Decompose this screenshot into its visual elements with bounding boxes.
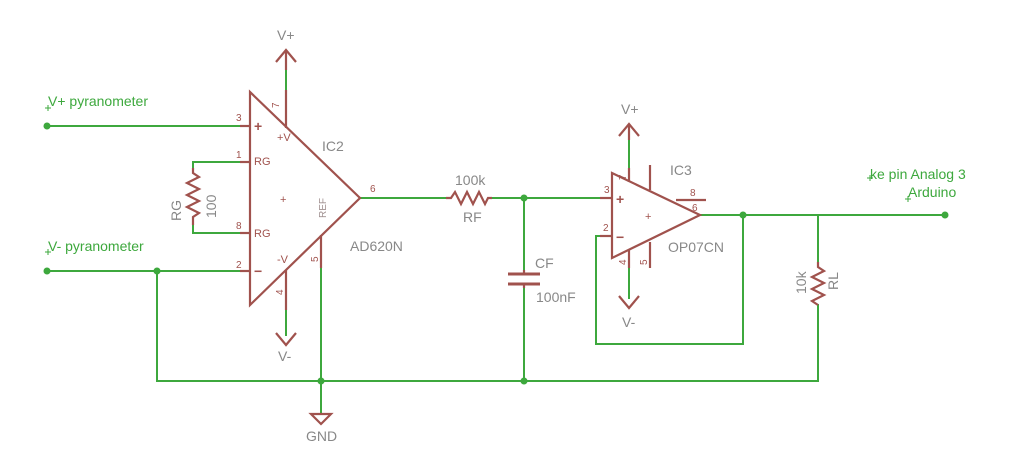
net-labels: V+ pyranometer V- pyranometer ke pin Ana… xyxy=(45,93,966,255)
ic2-supply-neg: V- xyxy=(278,348,292,364)
rf-name: RF xyxy=(463,209,482,225)
ic3-center-sign: + xyxy=(645,211,651,223)
ic2-vneg-arrow-icon xyxy=(275,332,297,347)
ic3-pin-7: 7 xyxy=(618,174,629,180)
ic2-pin-6: 6 xyxy=(370,184,376,195)
endpoint-vplus[interactable] xyxy=(43,122,51,130)
capacitor-cf[interactable]: CF 100nF xyxy=(508,255,576,305)
rg-value: 100 xyxy=(203,194,219,218)
resistor-rl[interactable]: 10k RL xyxy=(793,262,841,306)
rg-name: RG xyxy=(168,200,184,221)
wire-ground-bus xyxy=(156,270,819,382)
junction-vminus-ground xyxy=(153,267,161,275)
rf-zigzag xyxy=(446,189,492,207)
endpoint-vminus[interactable] xyxy=(43,267,51,275)
ic3-vneg-arrow-icon xyxy=(618,295,640,310)
ic2-minus-sign: − xyxy=(254,263,262,279)
ic2-pin-rg-bottom: RG xyxy=(254,228,271,240)
rl-name: RL xyxy=(825,272,841,290)
ic2-pin-rg-top: RG xyxy=(254,156,271,168)
endpoint-arduino[interactable] xyxy=(941,211,949,219)
wire-feedback xyxy=(595,214,744,345)
ic3-triangle xyxy=(610,171,703,260)
ic2-pin-8: 8 xyxy=(236,221,242,232)
ic2-amplifier[interactable]: 3 1 8 2 6 7 4 5 + − + RG RG +V -V REF IC… xyxy=(236,48,403,347)
ic2-pin-vpos: +V xyxy=(277,132,291,144)
rl-zigzag xyxy=(809,262,827,306)
wires xyxy=(46,69,946,415)
ground-symbol: GND xyxy=(306,412,337,444)
ic3-pin-4: 4 xyxy=(618,259,629,265)
cf-value: 100nF xyxy=(536,289,576,305)
ic3-opamp[interactable]: 3 2 6 8 7 4 5 + − + IC3 OP07CN xyxy=(600,122,724,310)
ic3-pin-8: 8 xyxy=(690,188,696,199)
ic2-name: IC2 xyxy=(322,138,344,154)
junction-cf-ground xyxy=(520,377,528,385)
ic2-pin-5: 5 xyxy=(310,256,321,262)
ic3-pin-5: 5 xyxy=(639,259,650,265)
ic2-center-sign: + xyxy=(280,194,286,206)
ic2-pin-vneg: -V xyxy=(277,254,289,266)
ic2-pin-3: 3 xyxy=(236,113,242,124)
cf-name: CF xyxy=(535,255,554,271)
resistor-rf[interactable]: 100k RF xyxy=(446,172,492,225)
ic2-pin-ref: REF xyxy=(318,198,329,218)
net-label-arduino: Arduino xyxy=(908,184,956,200)
ic2-value: AD620N xyxy=(350,238,403,254)
ic3-supply-pos: V+ xyxy=(621,101,639,117)
ic3-supply-neg: V- xyxy=(622,314,636,330)
ic3-pin-3: 3 xyxy=(604,185,610,196)
junction-feedback xyxy=(739,211,747,219)
ic2-pin-4: 4 xyxy=(275,289,286,295)
resistor-rg[interactable]: RG 100 xyxy=(168,168,219,225)
ic3-minus-sign: − xyxy=(616,229,624,245)
ground-label: GND xyxy=(306,428,337,444)
ic2-pin-7: 7 xyxy=(271,102,282,108)
net-label-vplus: V+ pyranometer xyxy=(48,93,148,109)
junction-cf-top xyxy=(520,194,528,202)
wire-rg-bottom xyxy=(192,224,241,234)
junctions xyxy=(43,122,949,385)
ic3-plus-sign: + xyxy=(616,191,624,207)
ic3-pin-2: 2 xyxy=(603,223,609,234)
junction-ref-ground xyxy=(317,377,325,385)
ic2-supply-pos: V+ xyxy=(277,27,295,43)
ic2-plus-sign: + xyxy=(254,118,262,134)
ic2-pin-1: 1 xyxy=(236,150,242,161)
ic2-pin-2: 2 xyxy=(236,260,242,271)
ic3-pin-6: 6 xyxy=(692,203,698,214)
ic3-name: IC3 xyxy=(670,162,692,178)
net-label-arduino-pin: ke pin Analog 3 xyxy=(870,166,966,182)
rf-value: 100k xyxy=(455,172,486,188)
ground-icon xyxy=(308,412,334,426)
ic2-triangle xyxy=(248,89,362,308)
net-label-vminus: V- pyranometer xyxy=(48,238,144,254)
rl-value: 10k xyxy=(793,270,809,294)
ic3-value: OP07CN xyxy=(668,239,724,255)
rg-zigzag xyxy=(184,168,202,225)
wire-rg-top xyxy=(192,161,241,169)
